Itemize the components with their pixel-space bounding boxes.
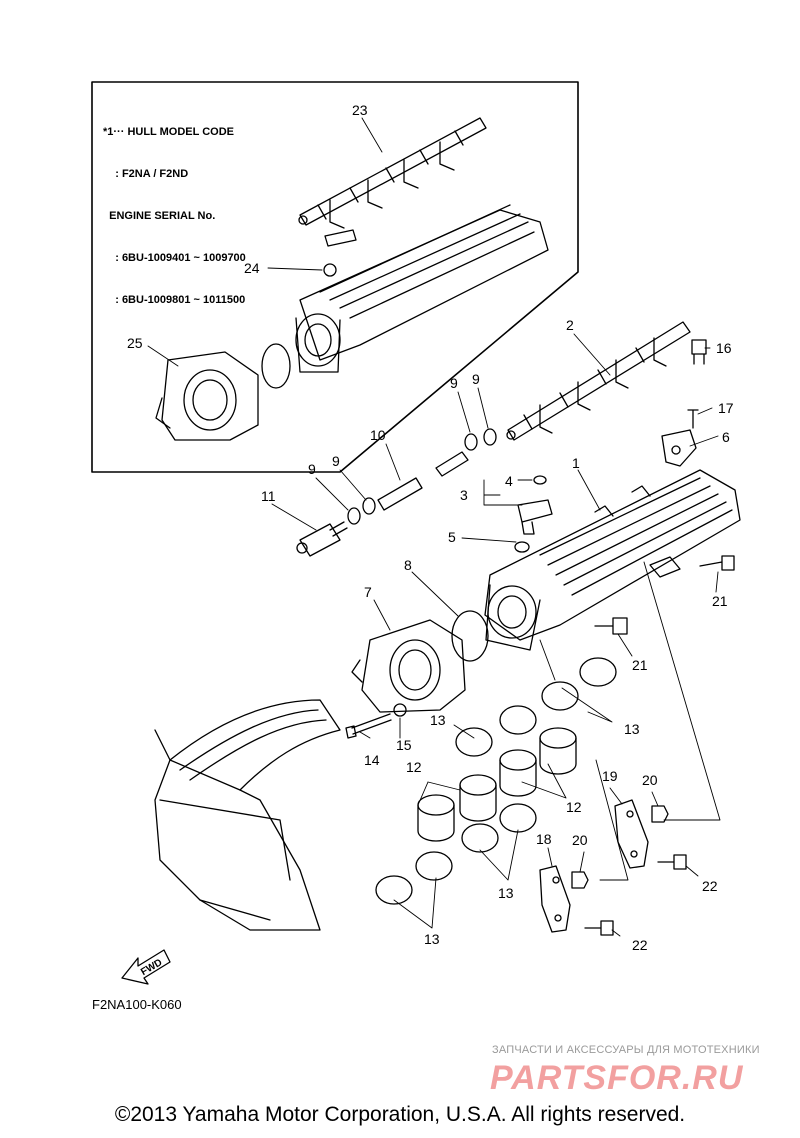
watermark-logo-text: PARTSFOR.RU: [490, 1059, 744, 1096]
label-6: 6: [722, 429, 730, 445]
part-23-fuel-rail: [298, 117, 487, 229]
part-11-sensor: [296, 521, 348, 557]
label-19: 19: [602, 768, 618, 784]
label-25: 25: [127, 335, 143, 351]
part-21-bolt: [594, 555, 735, 635]
part-18-bracket: [539, 865, 571, 933]
part-17-screw: [687, 409, 699, 429]
label-9-c: 9: [308, 461, 316, 477]
note-line-4: : 6BU-1009401 ~ 1009700: [103, 252, 246, 264]
part-10-hose-lower: [377, 477, 423, 511]
watermark-caption: ЗАПЧАСТИ И АКСЕССУАРЫ ДЛЯ МОТОТЕХНИКИ: [492, 1044, 760, 1056]
callout-labels: 23 24 25 2 16 17 6 9 9 10 9 9 1 4 3 11 5…: [127, 102, 734, 953]
leader-lines: [147, 117, 721, 937]
part-5-seal: [514, 541, 530, 553]
label-20-a: 20: [642, 772, 658, 788]
hull-model-note: *1··· HULL MODEL CODE : F2NA / F2ND ENGI…: [103, 97, 246, 321]
part-25-throttle-body: [155, 351, 259, 441]
hull-section: [154, 729, 321, 931]
label-22-b: 22: [632, 937, 648, 953]
label-12-a: 12: [406, 759, 422, 775]
label-8: 8: [404, 557, 412, 573]
part-10-hose-upper: [435, 451, 469, 477]
part-24-injector: [323, 229, 357, 277]
note-line-2: : F2NA / F2ND: [103, 168, 189, 180]
part-7-throttle-body: [351, 619, 466, 713]
part-13-clamp: [375, 657, 617, 905]
part-22-bolt: [584, 854, 687, 936]
variant-inset-frame: [91, 81, 579, 473]
label-9-d: 9: [332, 453, 340, 469]
inset-gasket: [261, 343, 291, 389]
label-9-b: 9: [472, 371, 480, 387]
part-9-clamp-lower: [347, 497, 376, 525]
inset-intake-manifold: [295, 204, 549, 373]
part-12-joint: [417, 727, 577, 842]
label-5: 5: [448, 529, 456, 545]
label-13-b: 13: [624, 721, 640, 737]
label-24: 24: [244, 260, 260, 276]
part-19-bracket: [614, 799, 649, 869]
label-2: 2: [566, 317, 574, 333]
label-7: 7: [364, 584, 372, 600]
label-13-c: 13: [498, 885, 514, 901]
label-4: 4: [505, 473, 513, 489]
part-16-bolt: [691, 339, 707, 365]
note-line-5: : 6BU-1009801 ~ 1011500: [103, 294, 246, 306]
part-14-bolt: [345, 713, 392, 739]
intake-duct: [169, 699, 341, 791]
part-2-fuel-rail: [506, 321, 691, 441]
label-15: 15: [396, 737, 412, 753]
note-line-1: *1··· HULL MODEL CODE: [103, 126, 234, 138]
diagram-reference-code: F2NA100-K060: [92, 997, 182, 1012]
watermark-logo: PARTSFOR.RU: [488, 1056, 780, 1101]
part-20-grommet: [571, 805, 669, 889]
label-11: 11: [261, 488, 276, 504]
label-14: 14: [364, 752, 380, 768]
label-20-b: 20: [572, 832, 588, 848]
label-21-a: 21: [712, 593, 728, 609]
label-16: 16: [716, 340, 732, 356]
label-13-d: 13: [424, 931, 440, 947]
label-23: 23: [352, 102, 368, 118]
note-line-3: ENGINE SERIAL No.: [103, 210, 216, 222]
part-8-o-ring: [451, 610, 489, 662]
part-4-o-ring: [533, 475, 547, 485]
label-3: 3: [460, 487, 468, 503]
label-17: 17: [718, 400, 734, 416]
part-3-injector: [517, 499, 553, 535]
part-1-intake-manifold: [484, 469, 741, 651]
part-9-clamp-upper: [464, 428, 497, 451]
label-22-a: 22: [702, 878, 718, 894]
forward-arrow-icon: FWD: [118, 944, 174, 993]
copyright-notice: ©2013 Yamaha Motor Corporation, U.S.A. A…: [114, 1103, 686, 1126]
label-21-b: 21: [632, 657, 648, 673]
fwd-label: FWD: [139, 957, 164, 978]
label-10: 10: [370, 427, 386, 443]
label-1: 1: [572, 455, 580, 471]
label-18: 18: [536, 831, 552, 847]
part-6-sensor: [661, 429, 697, 467]
part-15-washer: [393, 703, 407, 717]
label-12-b: 12: [566, 799, 582, 815]
label-9-a: 9: [450, 375, 458, 391]
label-13-a: 13: [430, 712, 446, 728]
